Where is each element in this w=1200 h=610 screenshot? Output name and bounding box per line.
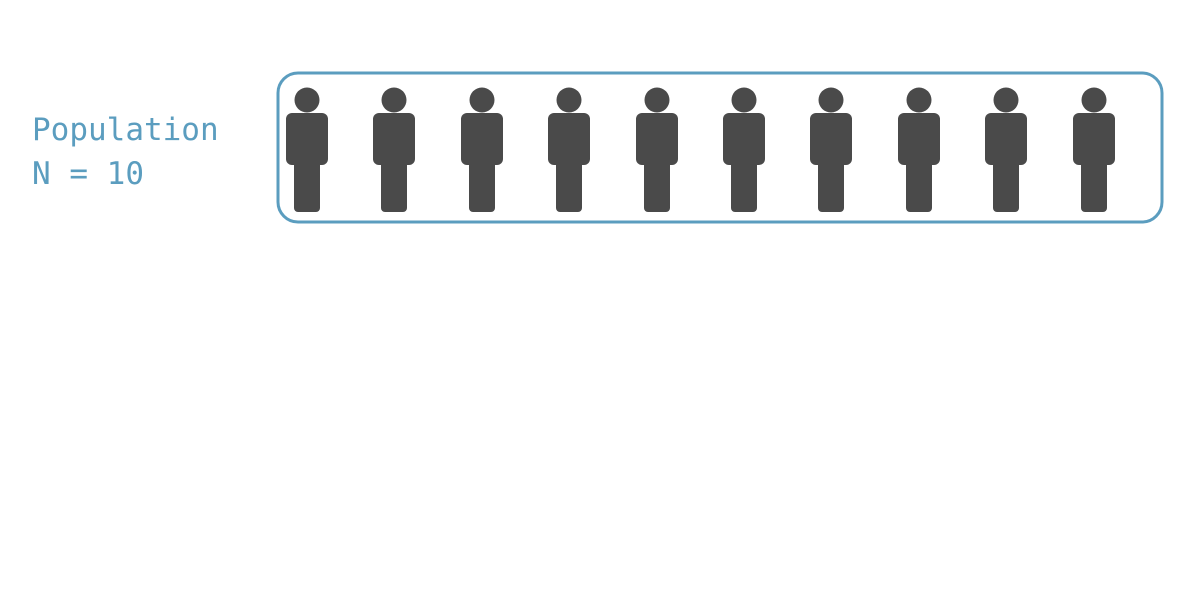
- person-icon: [373, 87, 416, 212]
- person-icon: [810, 87, 853, 212]
- person-icon: [460, 87, 503, 212]
- person-icon: [635, 87, 678, 212]
- population-box: [276, 71, 1164, 224]
- population-count: N = 10: [32, 156, 144, 192]
- population-people: [285, 80, 1155, 218]
- person-icon: [723, 87, 765, 212]
- population-label: Population N = 10: [32, 108, 219, 196]
- person-icon: [1072, 87, 1115, 212]
- person-icon: [548, 87, 591, 212]
- person-icon: [985, 87, 1028, 212]
- person-icon: [286, 87, 328, 212]
- population-title: Population: [32, 112, 219, 148]
- person-icon: [897, 87, 940, 212]
